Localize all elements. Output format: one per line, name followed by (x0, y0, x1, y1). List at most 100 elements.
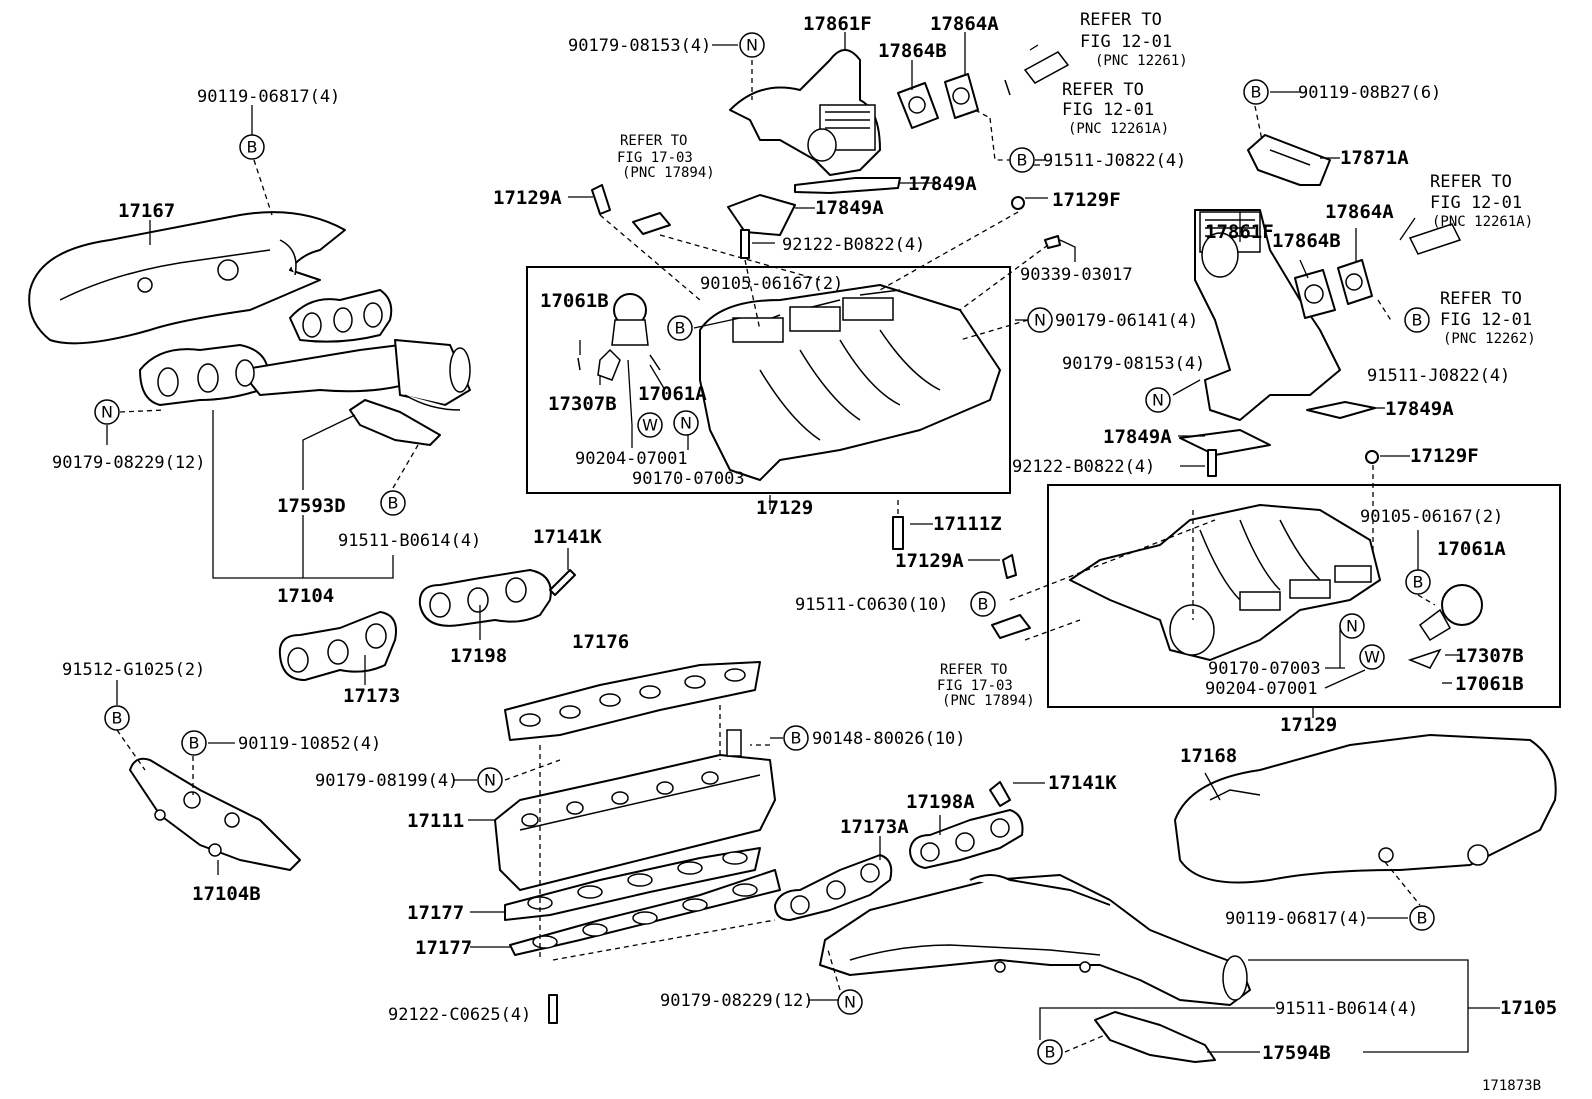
heat-insulator-17167 (28, 211, 346, 345)
svg-text:FIG 12-01: FIG 12-01 (1440, 310, 1532, 330)
bracket-17104B (129, 757, 301, 871)
svg-text:B: B (1017, 151, 1028, 170)
vsv-17061A-rh (1407, 584, 1483, 669)
part-label: 17168 (1180, 745, 1237, 767)
bolt-symbol: B (1404, 307, 1430, 333)
part-label: 17594B (1262, 1042, 1331, 1064)
part-label: 17129A (895, 550, 964, 572)
part-label: 17307B (548, 393, 617, 415)
part-labels: 90119-06817(4) 17167 90179-08229(12) 175… (52, 13, 1557, 1094)
part-label: 17864B (878, 40, 947, 62)
stud-92122-B0822-upper (740, 229, 750, 259)
part-label: 17173A (840, 816, 909, 838)
svg-text:B: B (1413, 573, 1424, 592)
part-label: 92122-C0625(4) (388, 1005, 531, 1025)
intake-manifold-17129-lh (699, 284, 1001, 481)
gasket-17173A (774, 854, 893, 921)
part-label: 90179-08229(12) (52, 453, 206, 473)
part-label: 17061B (1455, 673, 1524, 695)
part-label: 90179-08199(4) (315, 771, 458, 791)
gasket-17198A (909, 809, 1024, 869)
stud-17111Z (892, 516, 904, 550)
part-label: 90170-07003 (632, 469, 745, 489)
part-label: 90179-08153(4) (568, 36, 711, 56)
part-label: 17177 (407, 902, 464, 924)
part-label: 90105-06167(2) (1360, 507, 1503, 527)
bolt-symbol: B (104, 705, 130, 731)
svg-text:B: B (675, 319, 686, 338)
part-label: 17111Z (933, 513, 1002, 535)
part-label: 17849A (1103, 426, 1172, 448)
refer-note-fig17-03-upper: REFER TO FIG 17-03 (PNC 17894) (617, 133, 715, 181)
part-label: 90170-07003 (1208, 659, 1321, 679)
svg-text:N: N (484, 771, 496, 790)
part-label: 17861F (1205, 221, 1274, 243)
part-label: 17307B (1455, 645, 1524, 667)
stud-17141K (549, 569, 576, 596)
nut-symbol: N (673, 410, 699, 436)
part-label: 17176 (572, 631, 629, 653)
svg-text:B: B (1412, 311, 1423, 330)
part-label: 90179-06141(4) (1055, 311, 1198, 331)
svg-text:FIG 12-01: FIG 12-01 (1062, 100, 1154, 120)
part-label: 17111 (407, 810, 464, 832)
bolt-symbol: B (1009, 147, 1035, 173)
bolt-symbol: B (667, 315, 693, 341)
svg-text:REFER TO: REFER TO (1440, 289, 1522, 309)
svg-text:B: B (1045, 1043, 1056, 1062)
exhaust-manifold-17105 (819, 874, 1251, 1006)
washer-symbol: W (637, 412, 663, 438)
svg-text:REFER TO: REFER TO (940, 662, 1007, 678)
svg-text:REFER TO: REFER TO (620, 133, 687, 149)
part-label: 90148-80026(10) (812, 729, 966, 749)
part-label: 90179-08153(4) (1062, 354, 1205, 374)
part-label: 90204-07001 (1205, 679, 1318, 699)
svg-text:B: B (1417, 909, 1428, 928)
nut-symbol: N (1145, 387, 1171, 413)
svg-text:W: W (642, 416, 658, 435)
part-label: 17129F (1410, 445, 1479, 467)
part-label: 90105-06167(2) (700, 274, 843, 294)
part-label: 92122-B0822(4) (782, 235, 925, 255)
washer-symbol: W (1359, 644, 1385, 670)
heat-insulator-17168 (1174, 734, 1557, 884)
svg-text:FIG 17-03: FIG 17-03 (617, 150, 693, 166)
part-label: 17849A (908, 173, 977, 195)
part-label: 17129 (756, 497, 813, 519)
svg-text:(PNC 17894): (PNC 17894) (622, 165, 715, 181)
intake-plenum-17111 (494, 729, 776, 891)
gasket-17894-ref (632, 212, 671, 235)
part-label: 17129F (1052, 189, 1121, 211)
part-label: 17849A (1385, 398, 1454, 420)
stud-17141K-lower (989, 781, 1011, 807)
part-label: 90119-06817(4) (197, 87, 340, 107)
plate-17864A-lower (1337, 259, 1373, 305)
intake-manifold-rh-frame (1047, 484, 1561, 708)
part-label: 17864B (1272, 230, 1341, 252)
part-label: 17593D (277, 495, 346, 517)
svg-text:N: N (680, 414, 692, 433)
insulator-17593D (349, 399, 441, 446)
part-label: 17167 (118, 200, 175, 222)
part-label: 17864A (930, 13, 999, 35)
svg-text:B: B (247, 138, 258, 157)
gasket-17177-lower (509, 869, 781, 956)
bolt-symbol: B (970, 591, 996, 617)
svg-text:N: N (1034, 311, 1046, 330)
nut-symbol: N (837, 989, 863, 1015)
part-label: 17173 (343, 685, 400, 707)
plug-17129A-lower (1002, 554, 1017, 579)
intake-manifold-lh-frame (526, 266, 1011, 494)
svg-text:(PNC 17894): (PNC 17894) (942, 693, 1035, 709)
pipe-ref-12262 (1408, 223, 1462, 255)
part-label: 92122-B0822(4) (1012, 457, 1155, 477)
svg-text:B: B (189, 734, 200, 753)
part-label: 90119-10852(4) (238, 734, 381, 754)
svg-text:B: B (791, 729, 802, 748)
gasket-17176 (504, 661, 761, 741)
plug-17129F-lower (1365, 450, 1379, 464)
bolt-symbol: B (181, 730, 207, 756)
part-label: 17141K (533, 526, 602, 548)
bolt-symbol: B (783, 725, 809, 751)
